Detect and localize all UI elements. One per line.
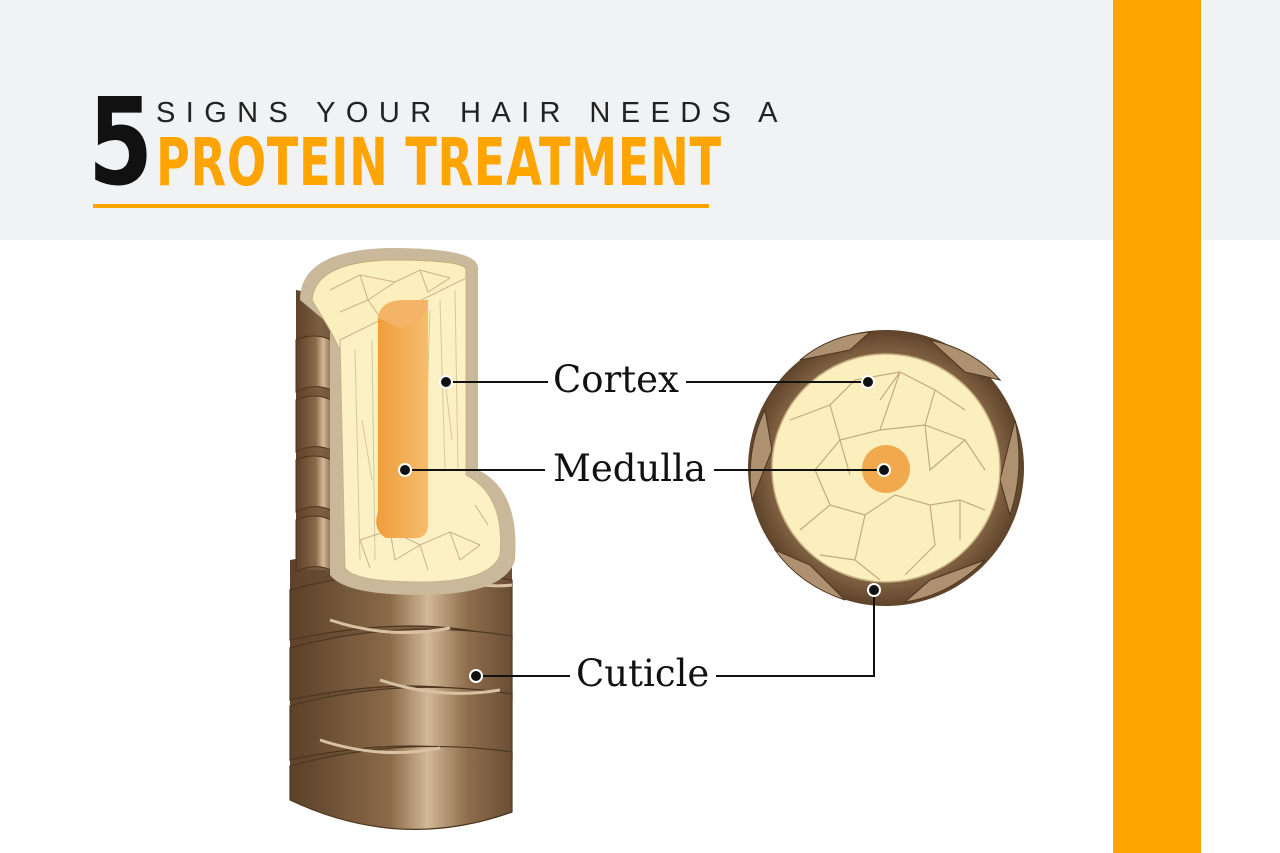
cuticle-ring-scales xyxy=(749,331,1020,603)
header-band xyxy=(0,0,1280,240)
title-number: 5 xyxy=(88,74,153,213)
cortex-cells-cross xyxy=(778,371,986,581)
cortex-cells-bottom xyxy=(359,504,489,571)
label-cuticle: Cuticle xyxy=(576,652,710,695)
accent-stripe xyxy=(1113,0,1201,853)
hair-shaft-illustration xyxy=(289,248,516,830)
leader-lines xyxy=(405,381,884,677)
cuticle-scales-lower xyxy=(289,563,513,830)
label-cortex: Cortex xyxy=(553,358,679,401)
label-medulla: Medulla xyxy=(553,447,707,490)
title-subtitle: SIGNS YOUR HAIR NEEDS A xyxy=(156,97,788,129)
leader-dots xyxy=(398,375,891,683)
title-main: PROTEIN TREATMENT xyxy=(156,124,722,201)
cortex-cells-top xyxy=(329,269,451,321)
title-underline xyxy=(93,204,709,208)
